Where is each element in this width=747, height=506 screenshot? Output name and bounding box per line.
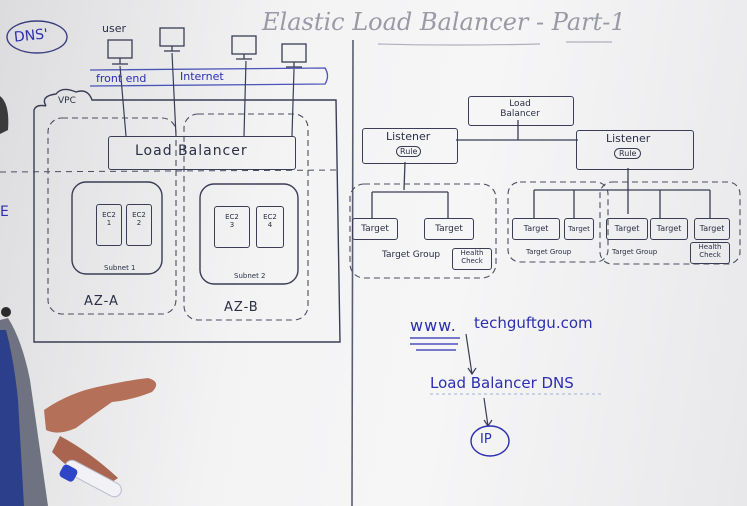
ec2-instance-2: EC2 2 <box>126 204 152 246</box>
az-b-label: AZ-B <box>224 300 259 315</box>
internet-label: Internet <box>180 70 224 83</box>
url-domain: techguftgu.com <box>474 314 593 332</box>
url-prefix: www. <box>410 316 457 335</box>
listener-label-1: Listener <box>386 130 431 143</box>
target-box: Target <box>564 218 594 240</box>
target-box: Target <box>512 218 560 240</box>
subnet-1-label: Subnet 1 <box>104 264 136 272</box>
listener-label-2: Listener <box>606 132 651 145</box>
left-load-balancer-label: Load Balancer <box>135 143 248 159</box>
subnet-2-label: Subnet 2 <box>234 272 266 280</box>
ec2-instance-3: EC2 3 <box>214 206 250 248</box>
rule-label-2: Rule <box>614 148 642 159</box>
left-edge-letter: E <box>0 204 9 220</box>
health-check-box: Health Check <box>690 242 730 264</box>
user-label: user <box>102 22 126 35</box>
board-title: Elastic Load Balancer - Part-1 <box>262 8 626 36</box>
ec2-instance-4: EC2 4 <box>256 206 284 248</box>
listener-box-2 <box>576 130 694 170</box>
ec2-instance-1: EC2 1 <box>96 204 122 246</box>
lb-dns-label: Load Balancer DNS <box>430 374 574 392</box>
frontend-label: front end <box>96 72 147 85</box>
left-load-balancer-box <box>108 136 296 170</box>
health-check-box: Health Check <box>452 248 492 270</box>
right-load-balancer-label: Load Balancer <box>500 99 540 119</box>
target-box: Target <box>694 218 730 240</box>
target-group-label: Target Group <box>382 250 441 260</box>
target-box: Target <box>650 218 688 240</box>
vpc-label: VPC <box>58 96 76 106</box>
target-box: Target <box>424 218 474 240</box>
target-group-label: Target Group <box>612 248 658 256</box>
target-box: Target <box>606 218 648 240</box>
rule-label-1: Rule <box>396 146 422 157</box>
target-box: Target <box>352 218 398 240</box>
ip-label: IP <box>480 432 492 447</box>
right-load-balancer-box <box>468 96 574 126</box>
az-a-label: AZ-A <box>84 294 119 309</box>
target-group-label: Target Group <box>526 248 572 256</box>
listener-box-1 <box>362 128 458 164</box>
